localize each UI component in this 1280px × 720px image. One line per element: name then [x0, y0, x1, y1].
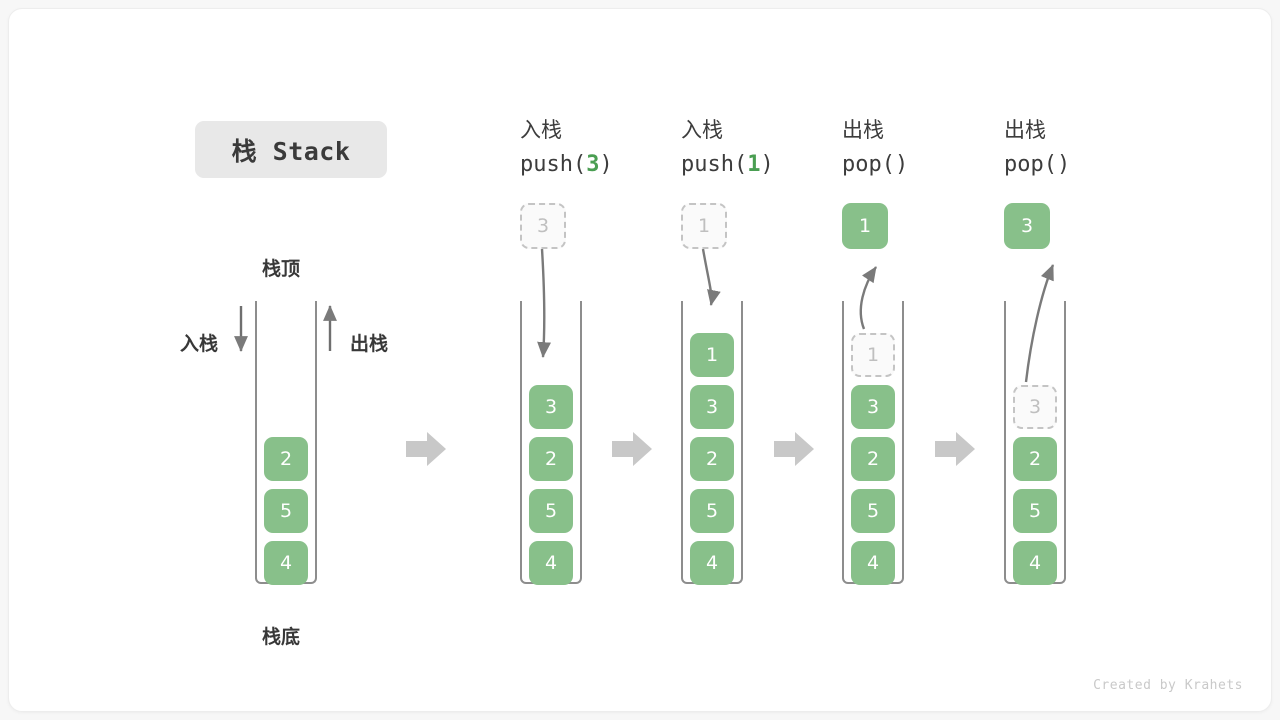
stack-cell: 2 [264, 437, 308, 481]
code-prefix: push( [681, 151, 748, 177]
stack-cell: 3 [690, 385, 734, 429]
stack-cell: 4 [529, 541, 573, 585]
step-op-code: pop() [842, 149, 1022, 180]
floating-cell-push-3: 3 [520, 203, 566, 249]
stack-cell: 5 [690, 489, 734, 533]
floating-cell-pop-3: 3 [1004, 203, 1050, 249]
step-header-push-3: 入栈 push(3) [520, 116, 700, 180]
step-op-cn: 入栈 [520, 118, 562, 142]
diagram-card: 栈 Stack 栈顶 栈底 入栈 出栈 入栈 push(3) 入栈 push(1… [8, 8, 1272, 712]
arrows-overlay [234, 248, 1055, 466]
floating-cell-pop-1: 1 [842, 203, 888, 249]
step-header-pop-3: 出栈 pop() [1004, 116, 1184, 180]
push-direction-label: 入栈 [180, 333, 219, 355]
stack-container-push-1: 1 3 2 5 4 [681, 301, 743, 585]
stack-cell: 2 [690, 437, 734, 481]
stack-container-push-3: 3 2 5 4 [520, 301, 582, 585]
code-suffix: ) [894, 151, 909, 177]
stack-cell: 4 [690, 541, 734, 585]
floating-cell-push-1: 1 [681, 203, 727, 249]
stack-cell: 4 [851, 541, 895, 585]
stack-cell: 2 [1013, 437, 1057, 481]
stack-bottom-label: 栈底 [262, 626, 301, 648]
stack-cell: 3 [529, 385, 573, 429]
stack-top-label: 栈顶 [262, 258, 301, 280]
stack-container-pop-3: 3 2 5 4 [1004, 301, 1066, 585]
stack-cell: 5 [851, 489, 895, 533]
stack-cell: 2 [529, 437, 573, 481]
stack-cell: 4 [1013, 541, 1057, 585]
code-suffix: ) [760, 151, 774, 177]
step-op-code: push(1) [681, 149, 861, 180]
code-suffix: ) [599, 151, 613, 177]
stack-container-pop-1: 1 3 2 5 4 [842, 301, 904, 585]
code-suffix: ) [1056, 151, 1071, 177]
code-prefix: push( [520, 151, 587, 177]
step-connector-arrow-1 [406, 432, 446, 466]
step-connector-arrow-3 [774, 432, 814, 466]
step-connector-arrow-2 [612, 432, 652, 466]
pop-direction-label: 出栈 [350, 333, 389, 355]
title-badge: 栈 Stack [195, 121, 387, 178]
step-op-cn: 出栈 [1004, 118, 1046, 142]
step-op-cn: 入栈 [681, 118, 723, 142]
stack-cell: 3 [851, 385, 895, 429]
credit-text: Created by Krahets [1093, 678, 1243, 693]
stack-cell-ghost: 1 [851, 333, 895, 377]
step-connector-arrow-4 [935, 432, 975, 466]
stack-cell: 4 [264, 541, 308, 585]
step-header-push-1: 入栈 push(1) [681, 116, 861, 180]
stack-cell: 2 [851, 437, 895, 481]
stack-container-initial: 2 5 4 [255, 301, 317, 585]
code-prefix: pop( [842, 151, 895, 177]
stack-cell: 5 [1013, 489, 1057, 533]
step-op-code: pop() [1004, 149, 1184, 180]
code-arg: 3 [586, 151, 600, 177]
stack-cell: 5 [264, 489, 308, 533]
stack-cell: 1 [690, 333, 734, 377]
code-prefix: pop( [1004, 151, 1057, 177]
code-arg: 1 [747, 151, 761, 177]
step-arrow-push-1 [701, 248, 721, 306]
stack-cell: 5 [529, 489, 573, 533]
step-op-cn: 出栈 [842, 118, 884, 142]
step-header-pop-1: 出栈 pop() [842, 116, 1022, 180]
stack-cell-ghost: 3 [1013, 385, 1057, 429]
step-op-code: push(3) [520, 149, 700, 180]
